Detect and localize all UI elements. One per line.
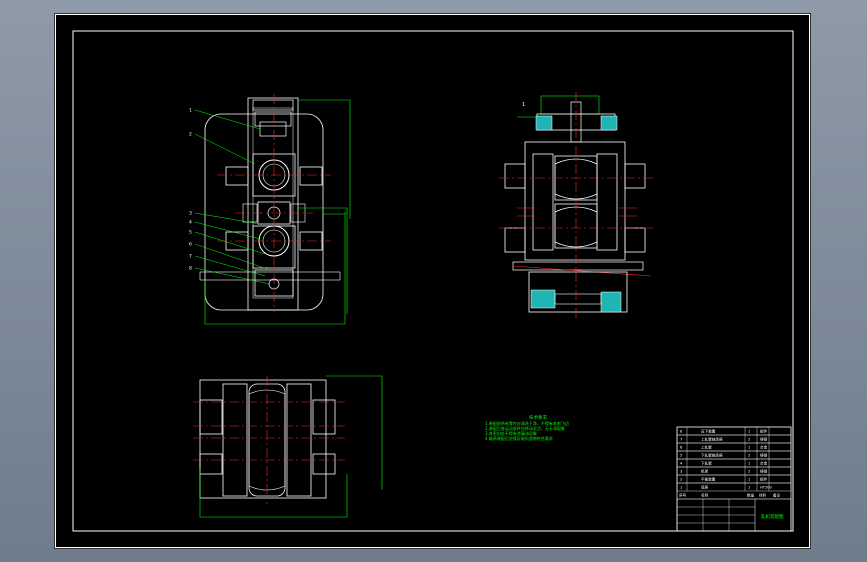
parts-list-cell: 6 [680, 446, 683, 450]
parts-list-row [676, 482, 792, 492]
inner-frame [72, 30, 794, 532]
parts-list-cell: 合金 [760, 461, 768, 466]
parts-list-cell: 1 [748, 430, 750, 434]
parts-list-cell: 2 [748, 454, 750, 458]
parts-list-cell: 压下装置 [701, 429, 716, 434]
parts-list-cell: 4 [680, 462, 683, 466]
parts-list-row [676, 466, 792, 476]
parts-list-cell: 组件 [760, 477, 768, 482]
tech-req-line: 1.装配前所有零件应清洗干净，不得有毛刺飞边 [485, 420, 569, 426]
parts-list-cell: 合金 [760, 445, 768, 450]
parts-list-cell: 上轧辊轴承座 [701, 437, 723, 442]
parts-list-row [676, 434, 792, 444]
parts-list-cell: 3 [680, 470, 682, 474]
parts-list-cell: 铸钢 [760, 453, 768, 458]
leader-label: 2 [189, 132, 192, 138]
parts-list-row [676, 442, 792, 452]
parts-list-cell: 组件 [760, 429, 768, 434]
leader-label: 1 [189, 108, 192, 114]
parts-list-cell: 2 [748, 470, 750, 474]
parts-list-header-cell: 名称 [701, 493, 709, 498]
parts-list-row [676, 458, 792, 468]
technical-requirements: 技术要求 1.装配前所有零件应清洗干净，不得有毛刺飞边2.装配后各运动部件应转动… [485, 414, 569, 441]
parts-list-cell: 1 [748, 478, 750, 482]
parts-list-cell: 机架 [701, 469, 709, 474]
parts-list-cell: 2 [680, 478, 682, 482]
front-view: 1 2 3 4 5 6 7 8 [189, 94, 351, 325]
drawing-title: 轧机装配图 [761, 513, 784, 520]
parts-list-row [676, 426, 792, 436]
parts-list-cell: 8 [680, 430, 683, 434]
leader-label: 7 [189, 254, 192, 260]
parts-list-header-cell: 序号 [679, 493, 687, 498]
leader-label: 4 [189, 220, 192, 226]
parts-list-cell: 1 [680, 486, 682, 490]
parts-list-cell: 1 [748, 462, 750, 466]
parts-list-cell: 铸钢 [760, 437, 768, 442]
parts-list-cell: 底座 [701, 485, 709, 490]
leader-label: 6 [189, 242, 192, 248]
title-block: 8 压下装置 1 组件 7 上轧辊轴承座 2 铸钢 6 上轧辊 1 合金 5 下轧辊轴承座 2 铸钢 4 下轧辊 1… [676, 426, 792, 532]
parts-list-header-cell: 备注 [773, 493, 781, 498]
parts-list-cell: 下轧辊 [701, 461, 712, 466]
tech-req-line: 4.轴承装配后应保证轴向游隙符合要求 [485, 435, 553, 441]
parts-list-cell: 7 [680, 438, 682, 442]
parts-list-cell: 下轧辊轴承座 [701, 453, 723, 458]
leader-label: 5 [189, 230, 192, 236]
tech-req-line: 2.装配后各运动部件应转动灵活，无卡滞现象 [485, 425, 565, 431]
parts-list-cell: 铸钢 [760, 469, 768, 474]
parts-list-header-cell: 材料 [759, 493, 767, 498]
parts-list-row [676, 450, 792, 460]
parts-list-cell: 平衡装置 [701, 477, 716, 482]
parts-list-cell: HT200 [760, 486, 772, 490]
parts-list-cell: 上轧辊 [701, 445, 712, 450]
parts-list-header-cell: 数量 [747, 493, 755, 498]
parts-list-cell: 1 [748, 486, 750, 490]
tech-req-title: 技术要求 [529, 414, 547, 421]
parts-list-cell: 2 [748, 438, 750, 442]
parts-list-cell: 5 [680, 454, 682, 458]
parts-list-cell: 1 [748, 446, 750, 450]
top-view [193, 375, 383, 518]
drawing-canvas[interactable]: 1 2 3 4 5 6 7 8 [55, 14, 810, 548]
tech-req-line: 3.各密封处不得有渗漏油现象 [485, 430, 537, 436]
parts-list-row [676, 474, 792, 484]
side-view: 1 [499, 92, 653, 318]
leader-label: 3 [189, 211, 192, 217]
side-view-label: 1 [522, 102, 525, 108]
leader-label: 8 [189, 266, 192, 272]
drawing-sheet: 1 2 3 4 5 6 7 8 [55, 14, 810, 548]
outer-frame [55, 14, 810, 548]
